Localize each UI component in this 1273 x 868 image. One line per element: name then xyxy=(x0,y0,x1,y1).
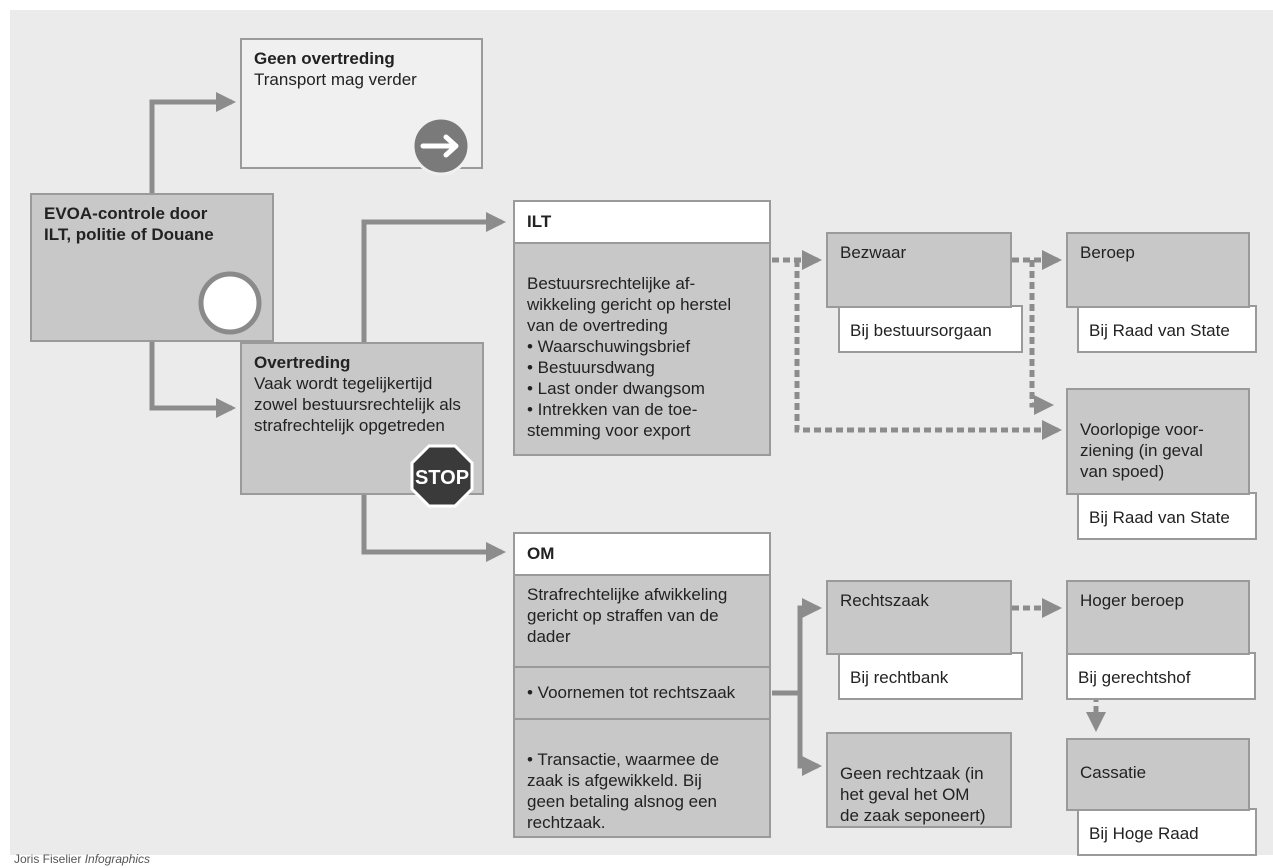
connector-evoa-to-geen-overtreding xyxy=(149,92,236,198)
rechtszaak-sub: Bij rechtbank xyxy=(838,652,1023,700)
cassatie-sub: Bij Hoge Raad xyxy=(1077,808,1257,856)
om-header: OM xyxy=(513,532,771,576)
om-voornemen-text: • Voornemen tot rechtszaak xyxy=(527,683,736,702)
voorlopige-title: Voorlopige voor- ziening (in geval van s… xyxy=(1080,420,1204,481)
beroep-sub-text: Bij Raad van State xyxy=(1089,321,1230,340)
bezwaar-title: Bezwaar xyxy=(840,243,907,262)
om-title: OM xyxy=(527,544,555,563)
om-transactie-text: • Transactie, waarmee de zaak is afgewik… xyxy=(527,750,720,832)
om-text: Strafrechtelijke afwikkeling gericht op … xyxy=(527,585,728,646)
geen-overtreding-title: Geen overtreding xyxy=(254,49,395,68)
hoger-beroep-title: Hoger beroep xyxy=(1080,591,1184,610)
cassatie-sub-text: Bij Hoge Raad xyxy=(1089,824,1199,843)
voorlopige-sub: Bij Raad van State xyxy=(1077,492,1257,540)
cassatie-title: Cassatie xyxy=(1080,763,1147,782)
hoger-beroep-box: Hoger beroep xyxy=(1066,580,1250,655)
ilt-body: Bestuursrechtelijke af- wikkeling gerich… xyxy=(513,242,771,456)
credit-label: Infographics xyxy=(84,852,151,866)
om-body: Strafrechtelijke afwikkeling gericht op … xyxy=(513,574,771,668)
hoger-beroep-sub-text: Bij gerechtshof xyxy=(1078,668,1191,687)
connector-overtreding-to-ilt xyxy=(361,212,506,344)
overtreding-title: Overtreding xyxy=(254,353,351,372)
rechtszaak-box: Rechtszaak xyxy=(826,580,1012,655)
stop-sign-icon: STOP xyxy=(410,444,474,508)
voorlopige-box: Voorlopige voor- ziening (in geval van s… xyxy=(1066,388,1250,495)
bezwaar-sub-text: Bij bestuursorgaan xyxy=(850,321,992,340)
connector-voornemen-to-rechtszaak xyxy=(772,598,822,696)
rechtszaak-sub-text: Bij rechtbank xyxy=(850,668,949,687)
credit-author: Joris Fiselier xyxy=(14,852,82,866)
ilt-text: Bestuursrechtelijke af- wikkeling gerich… xyxy=(527,274,732,440)
overtreding-box: Overtreding Vaak wordt tegelijkertijd zo… xyxy=(240,342,484,495)
geen-overtreding-text: Transport mag verder xyxy=(254,70,417,89)
connector-evoa-to-overtreding xyxy=(149,342,236,418)
circle-icon xyxy=(198,271,262,335)
om-transactie: • Transactie, waarmee de zaak is afgewik… xyxy=(513,718,771,838)
hoger-beroep-sub: Bij gerechtshof xyxy=(1066,652,1256,700)
voorlopige-sub-text: Bij Raad van State xyxy=(1089,508,1230,527)
bezwaar-sub: Bij bestuursorgaan xyxy=(838,305,1023,353)
ilt-header: ILT xyxy=(513,200,771,244)
ilt-title: ILT xyxy=(527,212,552,231)
geen-rechtzaak-title: Geen rechtzaak (in het geval het OM de z… xyxy=(840,764,986,825)
evoa-title: EVOA-controle door ILT, politie of Douan… xyxy=(44,204,214,244)
arrow-right-icon xyxy=(411,116,471,176)
credit: Joris Fiselier Infographics xyxy=(14,852,150,866)
beroep-box: Beroep xyxy=(1066,232,1250,308)
bezwaar-box: Bezwaar xyxy=(826,232,1012,308)
om-voornemen: • Voornemen tot rechtszaak xyxy=(513,666,771,720)
rechtszaak-title: Rechtszaak xyxy=(840,591,929,610)
beroep-sub: Bij Raad van State xyxy=(1077,305,1257,353)
connector-bezwaar-to-voorlopige xyxy=(1029,260,1054,415)
beroep-title: Beroep xyxy=(1080,243,1135,262)
stop-label: STOP xyxy=(415,467,469,489)
cassatie-box: Cassatie xyxy=(1066,738,1250,811)
connector-overtreding-to-om xyxy=(361,494,506,562)
geen-rechtzaak-box: Geen rechtzaak (in het geval het OM de z… xyxy=(826,732,1012,828)
connector-ilt-to-voorlopige xyxy=(794,260,1062,440)
overtreding-text: Vaak wordt tegelijkertijd zowel bestuurs… xyxy=(254,374,461,435)
connector-voornemen-to-geen-rechtzaak xyxy=(797,693,822,776)
